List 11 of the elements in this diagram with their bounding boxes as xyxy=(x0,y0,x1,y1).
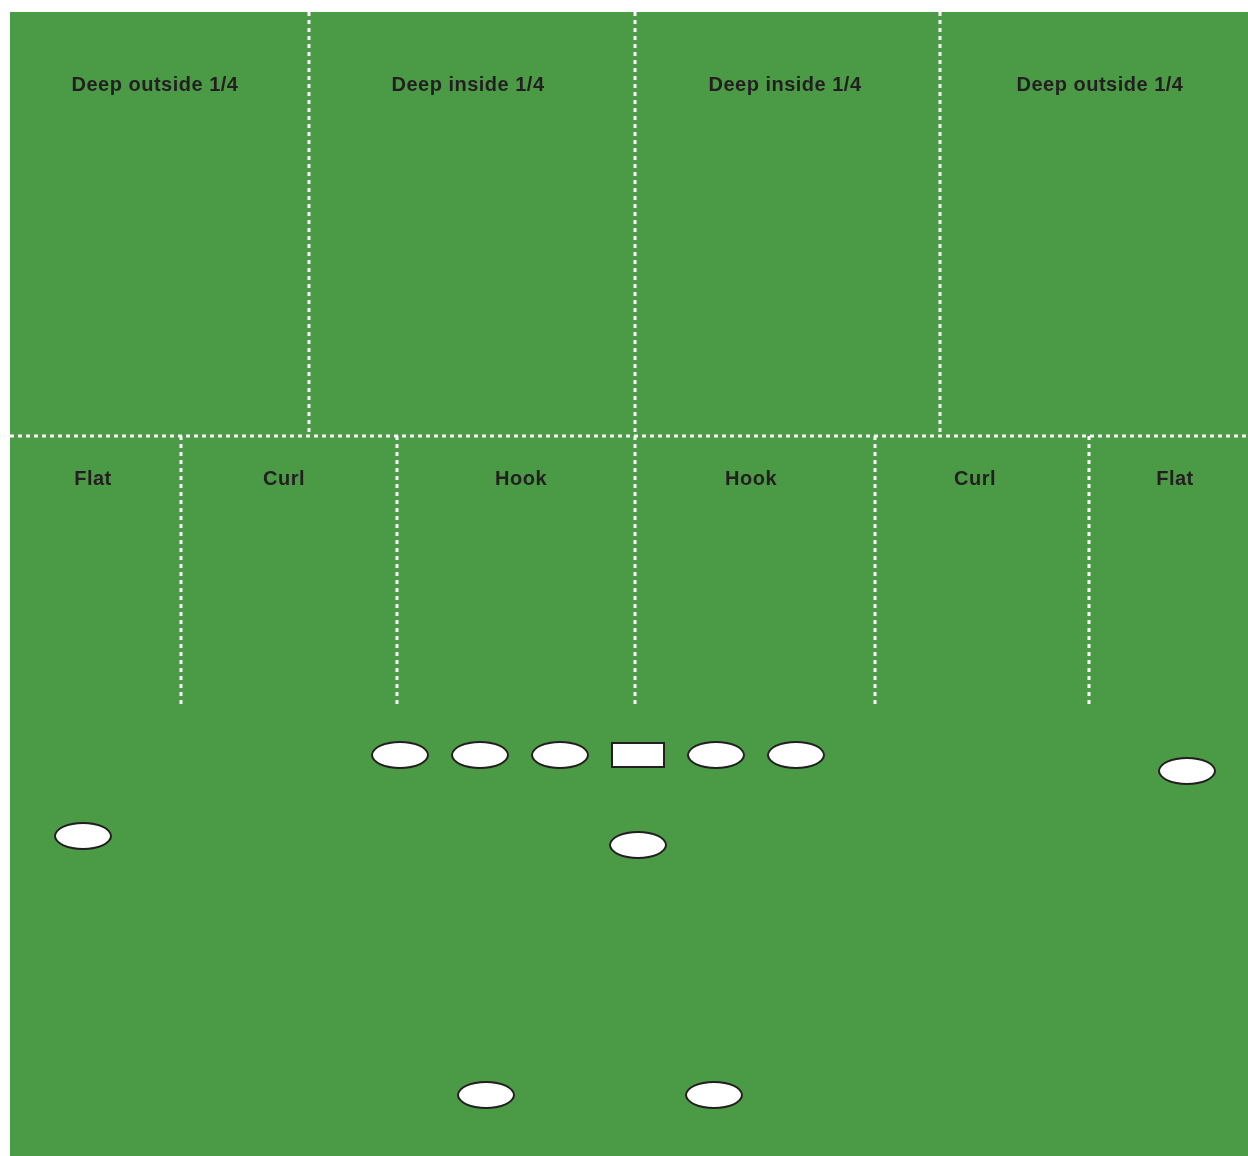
zone-label: Flat xyxy=(1156,466,1194,491)
zone-label: Curl xyxy=(954,466,996,491)
zone-label: Hook xyxy=(495,466,547,491)
zone-label: Flat xyxy=(74,466,112,491)
zone-label: Deep outside 1/4 xyxy=(71,72,239,97)
zone-label: Deep inside 1/4 xyxy=(708,72,862,97)
zone-label: Hook xyxy=(725,466,777,491)
zone-label: Deep inside 1/4 xyxy=(391,72,545,97)
zone-label: Curl xyxy=(263,466,305,491)
zone-label: Deep outside 1/4 xyxy=(1016,72,1184,97)
center-player-marker xyxy=(611,742,665,768)
